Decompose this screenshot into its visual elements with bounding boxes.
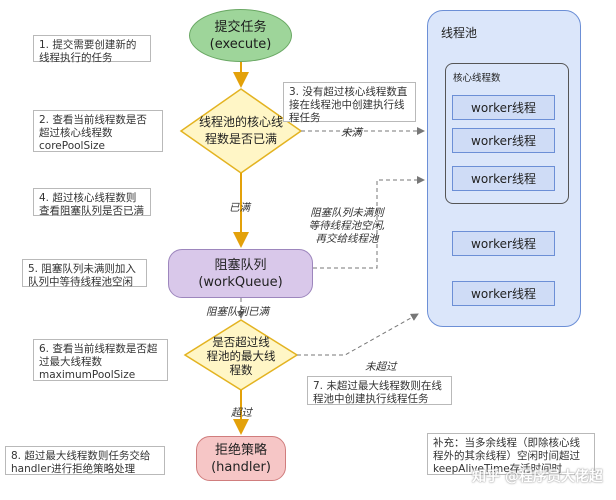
note-step-4: 4. 超过核心线程数则查看阻塞队列是否已满 (33, 188, 151, 217)
label-queue-not-full: 阻塞队列未满则 等待线程池空闲, 再交给线程池 (308, 207, 386, 245)
work-queue-node: 阻塞队列 (workQueue) (168, 249, 313, 298)
max-check-node: 是否超过线 程池的最大线 程数 (206, 334, 276, 377)
worker-thread: worker线程 (452, 128, 555, 153)
arrow-max-to-pool (297, 313, 419, 356)
core-check-node: 线程池的核心线 程数是否已满 (198, 115, 283, 146)
watermark: 知乎 @程序员大佬超 (472, 469, 603, 485)
label-not-exceed: 未超过 (365, 361, 397, 373)
note-step-1: 1. 提交需要创建新的线程执行的任务 (33, 35, 151, 64)
note-step-8: 8. 超过最大线程数则任务交给handler进行拒绝策略处理 (5, 446, 165, 475)
note-step-5: 5. 阻塞队列未满则加入队列中等待线程池空闲 (22, 259, 147, 288)
label-queue-full: 阻塞队列已满 (206, 306, 269, 318)
core-threads-title: 核心线程数 (453, 73, 501, 84)
thread-pool-title: 线程池 (441, 26, 478, 40)
worker-thread: worker线程 (452, 281, 555, 306)
worker-thread: worker线程 (452, 166, 555, 191)
note-step-2: 2. 查看当前线程数是否超过核心线程数corePoolSize (33, 110, 163, 152)
note-supplement: 补充：当多余线程（即除核心线程外的其余线程）空闲时间超过keepAliveTim… (427, 433, 595, 475)
reject-policy-node: 拒绝策略 (handler) (196, 436, 286, 481)
submit-task-node: 提交任务 (execute) (189, 9, 292, 62)
arrow-queue-to-pool (313, 176, 425, 269)
note-step-6: 6. 查看当前线程数是否超过最大线程数maximumPoolSize (33, 339, 168, 381)
label-exceed: 超过 (231, 407, 252, 419)
note-step-3: 3. 没有超过核心线程数直接在线程池中创建执行线程任务 (283, 82, 416, 124)
worker-thread: worker线程 (452, 231, 555, 256)
note-step-7: 7. 未超过最大线程数则在线程池中创建执行线程任务 (307, 376, 452, 405)
label-not-full: 未满 (341, 127, 362, 139)
core-threads-box (445, 63, 569, 204)
worker-thread: worker线程 (452, 95, 555, 120)
label-full: 已满 (229, 202, 250, 214)
